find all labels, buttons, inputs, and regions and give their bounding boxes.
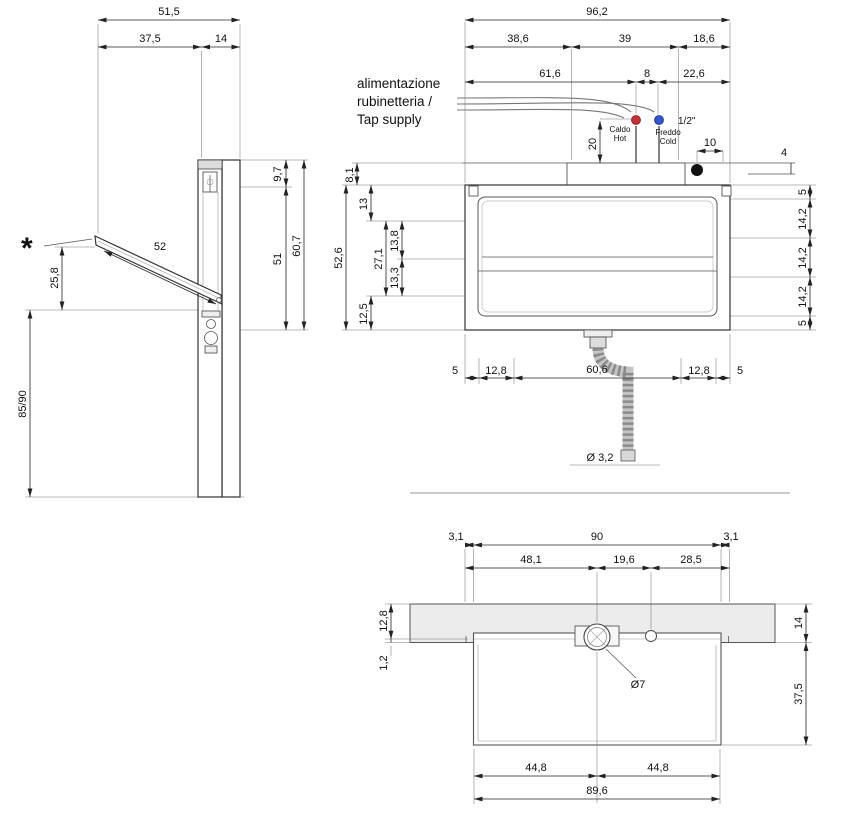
bracket-screw (206, 178, 214, 186)
dim-side-wall-depth: 14 (215, 33, 227, 45)
front-dimension-lines (343, 17, 813, 381)
dim-plan-hole-spacing: 19,6 (613, 554, 634, 566)
tap-thread-size: 1/2" (678, 116, 696, 127)
lid-hinge (216, 297, 222, 303)
cold-label-it: Freddo (655, 128, 681, 137)
dim-b4: 12,8 (688, 365, 709, 377)
cold-water-dot (654, 115, 664, 125)
dim-side-top-offset: 9,7 (272, 166, 284, 181)
dim-tap-to-hole: 22,6 (683, 68, 704, 80)
dim-tap-from-left: 61,6 (539, 68, 560, 80)
mount-tab-right (721, 185, 732, 197)
hot-label-it: Caldo (610, 125, 631, 134)
plan-structure (409, 603, 776, 746)
wall-section (221, 159, 241, 498)
tap-hole-plan (645, 630, 657, 642)
dim-b2: 12,8 (485, 365, 506, 377)
dim-front-seg-mid: 39 (619, 33, 631, 45)
dim-side-open-depth: 37,5 (139, 33, 160, 45)
dim-plan-hole-diameter: Ø7 (631, 679, 646, 691)
dim-side-install-height: 85/90 (17, 390, 29, 418)
drain-and-hose (583, 329, 636, 462)
dim-plan-lip-left: 3,1 (448, 531, 463, 543)
supply-note-line2: rubinetteria / (357, 94, 432, 109)
hot-label-en: Hot (614, 134, 627, 143)
dim-deck-thickness: 8,1 (344, 167, 356, 182)
dim-plan-bottom-width: 89,6 (586, 785, 607, 797)
dim-tap-height: 20 (587, 138, 599, 150)
basin-outer (464, 184, 731, 331)
dim-side-total-width: 51,5 (158, 6, 179, 18)
dim-h-mid: 27,1 (373, 248, 385, 269)
front-extension-lines (342, 22, 816, 466)
dim-plan-recess-depth: 12,8 (378, 610, 390, 631)
dim-r1: 5 (797, 189, 809, 195)
cold-label-en: Cold (660, 137, 676, 146)
dim-plan-half-right: 44,8 (647, 762, 668, 774)
dim-h-mid-a: 13,8 (389, 230, 401, 251)
dim-side-lid-length: 52 (154, 241, 166, 253)
side-structure (43, 159, 241, 498)
hot-water-dot (631, 115, 641, 125)
dim-r4: 14,2 (797, 286, 809, 307)
supply-note-line1: alimentazione (357, 76, 440, 91)
dim-r3: 14,2 (797, 247, 809, 268)
dim-b3: 60,6 (586, 364, 607, 376)
tap-supply-hoses (456, 97, 655, 119)
dim-plan-drain-offset: 48,1 (520, 554, 541, 566)
dim-h-top: 13 (358, 198, 370, 210)
top-trim-section (197, 159, 223, 170)
dim-side-body-height: 51 (272, 253, 284, 265)
dim-front-overall-height: 52,6 (333, 247, 345, 268)
plan-view: 3,1 90 3,1 48,1 19,6 28,5 12,8 1,2 14 37… (378, 531, 812, 804)
dim-plan-hole-to-edge: 28,5 (680, 554, 701, 566)
dim-hose-diameter: Ø 3,2 (587, 452, 614, 464)
dim-tap-spacing: 8 (644, 68, 650, 80)
dim-plan-bowl-depth: 37,5 (793, 683, 805, 704)
footnote-asterisk: * (21, 232, 33, 265)
basin-front (464, 162, 732, 331)
dim-b1: 5 (452, 365, 458, 377)
dim-plan-slab-thickness: 14 (793, 617, 805, 629)
supply-note-line3: Tap supply (357, 112, 422, 127)
hose-end-fitting (620, 449, 636, 462)
drain-trap-side (201, 310, 221, 354)
front-view: alimentazione rubinetteria / Tap supply … (333, 6, 816, 494)
side-dimension-lines (27, 17, 307, 497)
side-view: 51,5 37,5 14 52 25,8 85/90 9,7 51 60,7 * (17, 6, 308, 498)
dim-side-overall-height: 60,7 (291, 235, 303, 256)
basin-inner (477, 196, 718, 317)
dim-hole-drop: 4 (781, 147, 787, 159)
dim-h-bottom: 12,5 (358, 303, 370, 324)
mount-tab-left (468, 185, 479, 197)
drain-hose (592, 347, 634, 450)
dim-plan-lip-right: 3,1 (723, 531, 738, 543)
fixing-hole (691, 164, 703, 176)
dim-front-seg-right: 18,6 (693, 33, 714, 45)
dim-b5: 5 (737, 365, 743, 377)
dim-plan-lip-thickness: 1,2 (378, 655, 390, 670)
side-extension-lines (25, 24, 308, 498)
plan-dimension-lines (388, 542, 809, 802)
dim-r2: 14,2 (797, 208, 809, 229)
tap-deck (566, 162, 686, 186)
dim-hole-offset: 10 (704, 137, 716, 149)
dim-front-overall-width: 96,2 (586, 6, 607, 18)
dim-plan-cutout-width: 90 (591, 531, 603, 543)
dim-plan-half-left: 44,8 (525, 762, 546, 774)
dim-front-seg-left: 38,6 (507, 33, 528, 45)
dim-side-lid-drop: 25,8 (49, 267, 61, 288)
dim-h-mid-b: 13,3 (389, 267, 401, 288)
dim-r5: 5 (797, 320, 809, 326)
